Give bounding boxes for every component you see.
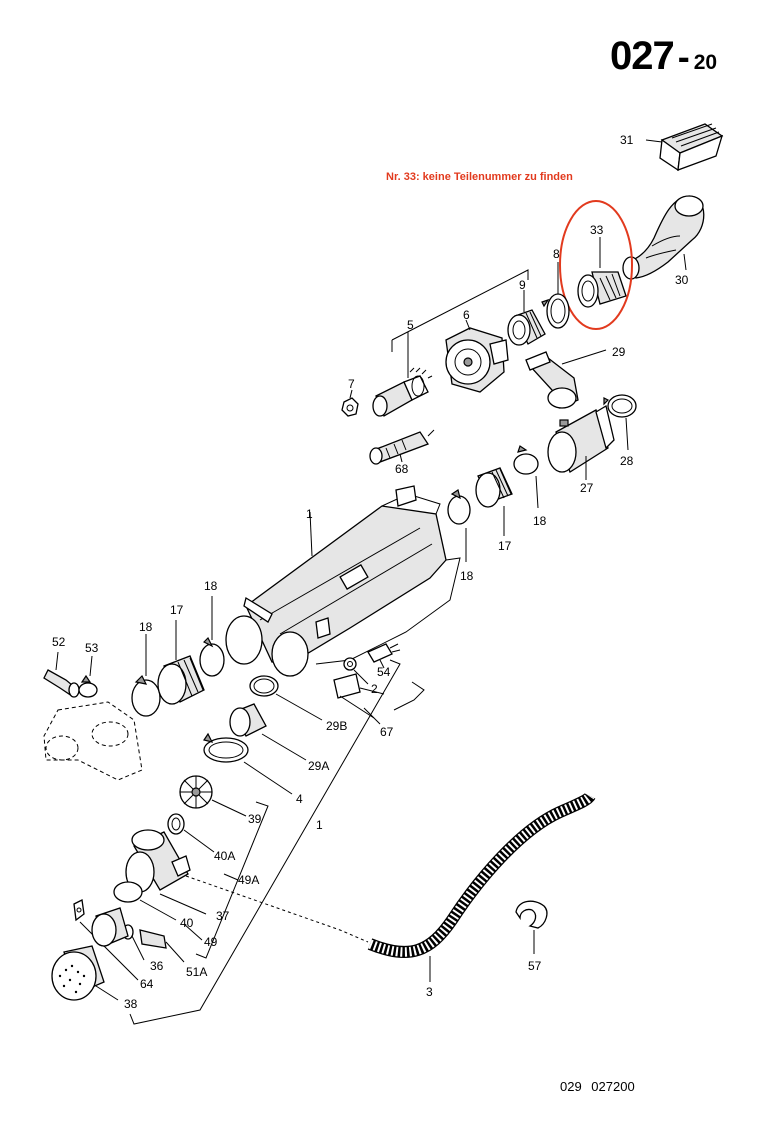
part-29B-o-ring bbox=[249, 675, 323, 721]
part-39-combustion-impeller bbox=[179, 775, 247, 817]
callout-3: 3 bbox=[426, 985, 433, 999]
callout-57: 57 bbox=[528, 959, 542, 973]
callout-31: 31 bbox=[620, 133, 634, 147]
part-33-highlight-circle bbox=[559, 200, 633, 330]
callout-5: 5 bbox=[407, 318, 414, 332]
part-1-heat-exchanger-body bbox=[225, 485, 461, 677]
part-57-clamp bbox=[515, 900, 548, 954]
callout-2: 2 bbox=[371, 682, 378, 696]
callout-29: 29 bbox=[612, 345, 626, 359]
page-number: 027-20 bbox=[610, 34, 717, 79]
part-49-burner bbox=[91, 907, 203, 947]
missing-part-note: Nr. 33: keine Teilenummer zu finden bbox=[386, 171, 573, 183]
callout-67: 67 bbox=[380, 725, 394, 739]
callout-7: 7 bbox=[348, 377, 355, 391]
part-17-bellows-left bbox=[157, 620, 205, 705]
callout-40A: 40A bbox=[214, 849, 235, 863]
part-8-clamp bbox=[541, 262, 570, 329]
part-40-gasket bbox=[113, 881, 177, 921]
callout-17-left: 17 bbox=[170, 603, 184, 617]
part-31-bracket bbox=[645, 123, 724, 172]
callout-52: 52 bbox=[52, 635, 66, 649]
group-bracket-5 bbox=[391, 269, 529, 352]
group-bracket-37 bbox=[195, 801, 269, 959]
part-53-small-clamp bbox=[78, 655, 98, 698]
engine-reference-sketch bbox=[43, 701, 143, 781]
callout-29B: 29B bbox=[326, 719, 347, 733]
part-49A-fuel-line bbox=[185, 875, 369, 943]
callout-64: 64 bbox=[140, 977, 154, 991]
part-4-clamp bbox=[203, 732, 293, 795]
drawing-reference: 029 027200 bbox=[560, 1079, 635, 1094]
part-28-clamp bbox=[603, 394, 637, 451]
part-67-pressure-switch bbox=[333, 673, 425, 725]
callout-68: 68 bbox=[395, 462, 409, 476]
callout-18-left-upper: 18 bbox=[204, 579, 218, 593]
callout-49A: 49A bbox=[238, 873, 259, 887]
part-3-exhaust-hose bbox=[367, 792, 596, 982]
callout-30: 30 bbox=[675, 273, 689, 287]
part-7-nut bbox=[341, 389, 359, 417]
part-38-end-cap bbox=[51, 945, 119, 1001]
callout-18-left: 18 bbox=[139, 620, 153, 634]
part-29-elbow bbox=[525, 349, 607, 409]
callout-18-middle: 18 bbox=[460, 569, 474, 583]
callout-51A: 51A bbox=[186, 965, 207, 979]
callout-1-lower: 1 bbox=[316, 818, 323, 832]
part-37-burner-tube bbox=[125, 829, 207, 915]
part-17-bellows-upper bbox=[475, 467, 513, 536]
callout-6: 6 bbox=[463, 308, 470, 322]
part-68-plug bbox=[369, 429, 435, 465]
part-54-sensor bbox=[367, 643, 401, 669]
callout-40: 40 bbox=[180, 916, 194, 930]
callout-29A: 29A bbox=[308, 759, 329, 773]
callout-1-upper: 1 bbox=[306, 507, 313, 521]
callout-9: 9 bbox=[519, 278, 526, 292]
callout-17-upper: 17 bbox=[498, 539, 512, 553]
part-51A-plug-connector bbox=[139, 929, 185, 963]
callout-27: 27 bbox=[580, 481, 594, 495]
page-number-separator: - bbox=[677, 36, 690, 77]
part-52-temperature-sensor bbox=[43, 651, 80, 698]
callout-36: 36 bbox=[150, 959, 164, 973]
callout-4: 4 bbox=[296, 792, 303, 806]
callout-38: 38 bbox=[124, 997, 138, 1011]
page-number-suffix: 20 bbox=[693, 51, 718, 74]
callout-33: 33 bbox=[590, 223, 604, 237]
part-64-bracket bbox=[73, 899, 139, 981]
callout-39: 39 bbox=[248, 812, 262, 826]
part-18-clamp-upper bbox=[513, 445, 539, 509]
part-29A-connector bbox=[229, 703, 307, 761]
part-9-bellows bbox=[507, 290, 546, 346]
callout-8: 8 bbox=[553, 247, 560, 261]
group-bracket-1 bbox=[129, 659, 401, 1025]
part-18-clamp-left-upper bbox=[199, 596, 225, 677]
part-27-heat-exchanger bbox=[547, 404, 615, 480]
part-40A-ring bbox=[167, 813, 215, 853]
callout-49: 49 bbox=[204, 935, 218, 949]
page-number-main: 027 bbox=[610, 34, 675, 78]
part-30-intake-duct bbox=[622, 195, 705, 280]
callout-28: 28 bbox=[620, 454, 634, 468]
part-18-clamp-left bbox=[131, 634, 161, 717]
part-33-sleeve bbox=[577, 237, 627, 308]
part-5-blower-motor bbox=[372, 332, 433, 417]
callout-18-upper: 18 bbox=[533, 514, 547, 528]
part-6-blower-housing bbox=[445, 319, 509, 393]
part-2-small-valve bbox=[315, 617, 369, 685]
part-18-clamp-middle bbox=[447, 489, 471, 562]
callout-37: 37 bbox=[216, 909, 230, 923]
callout-53: 53 bbox=[85, 641, 99, 655]
callout-54: 54 bbox=[377, 665, 391, 679]
